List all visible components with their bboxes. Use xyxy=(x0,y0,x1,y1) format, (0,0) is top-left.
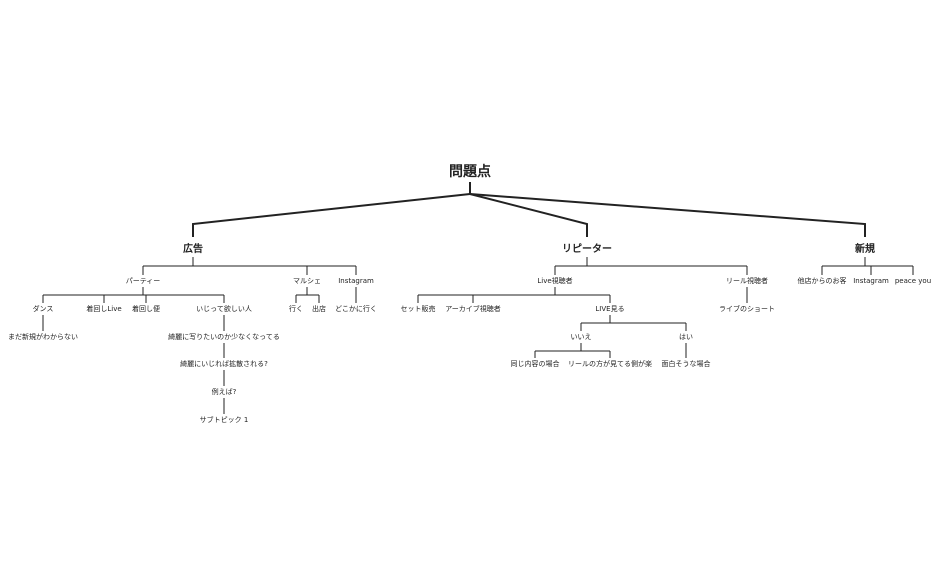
subtopic-node[interactable]: 他店からのお客 xyxy=(798,276,847,285)
subtopic-node[interactable]: アーカイブ視聴者 xyxy=(445,304,501,313)
subtopic-node[interactable]: セット販売 xyxy=(401,304,436,313)
subtopic-node[interactable]: 同じ内容の場合 xyxy=(511,359,560,368)
subtopic-node[interactable]: どこかに行く xyxy=(335,304,377,313)
subtopic-node[interactable]: 着回し便 xyxy=(132,304,160,313)
subtopic-node[interactable]: 出店 xyxy=(312,304,326,313)
subtopic-node[interactable]: 綺麗にいじれば拡散される? xyxy=(180,359,268,368)
subtopic-node[interactable]: 例えば? xyxy=(212,387,237,396)
subtopic-node[interactable]: ダンス xyxy=(33,304,54,313)
subtopic-node[interactable]: 着回しLive xyxy=(86,304,121,313)
subtopic-node[interactable]: パーティー xyxy=(126,277,161,285)
connector-line xyxy=(469,193,866,237)
subtopic-node[interactable]: Instagram xyxy=(853,277,889,285)
subtopic-node[interactable]: マルシェ xyxy=(293,277,321,285)
subtopic-node[interactable]: Instagram xyxy=(338,277,374,285)
connector-line xyxy=(469,193,588,237)
main-topic-node[interactable]: リピーター xyxy=(562,243,612,255)
root-topic[interactable]: 問題点 xyxy=(449,163,491,180)
subtopic-node[interactable]: ライブのショート xyxy=(719,304,775,313)
subtopic-node[interactable]: リールの方が見てる側が楽 xyxy=(568,359,652,368)
main-topic-node[interactable]: 広告 xyxy=(183,242,203,255)
subtopic-node[interactable]: サブトピック 1 xyxy=(200,415,249,424)
subtopic-node[interactable]: リール視聴者 xyxy=(726,276,768,285)
subtopic-node[interactable]: LIVE見る xyxy=(595,305,624,313)
subtopic-node[interactable]: はい xyxy=(679,333,693,341)
subtopic-node[interactable]: Live視聴者 xyxy=(537,276,572,285)
subtopic-node[interactable]: いじって欲しい人 xyxy=(196,304,252,313)
subtopic-node[interactable]: いいえ xyxy=(571,333,592,341)
subtopic-node[interactable]: 行く xyxy=(289,304,303,313)
subtopic-node[interactable]: peace you xyxy=(895,277,931,285)
connector-line xyxy=(192,193,471,237)
mind-map-connectors xyxy=(42,182,914,414)
subtopic-node[interactable]: 綺麗に写りたいのか少なくなってる xyxy=(168,332,280,341)
subtopic-node[interactable]: まだ新規がわからない xyxy=(8,332,78,341)
subtopic-node[interactable]: 面白そうな場合 xyxy=(662,359,711,368)
main-topic-node[interactable]: 新規 xyxy=(855,242,875,255)
